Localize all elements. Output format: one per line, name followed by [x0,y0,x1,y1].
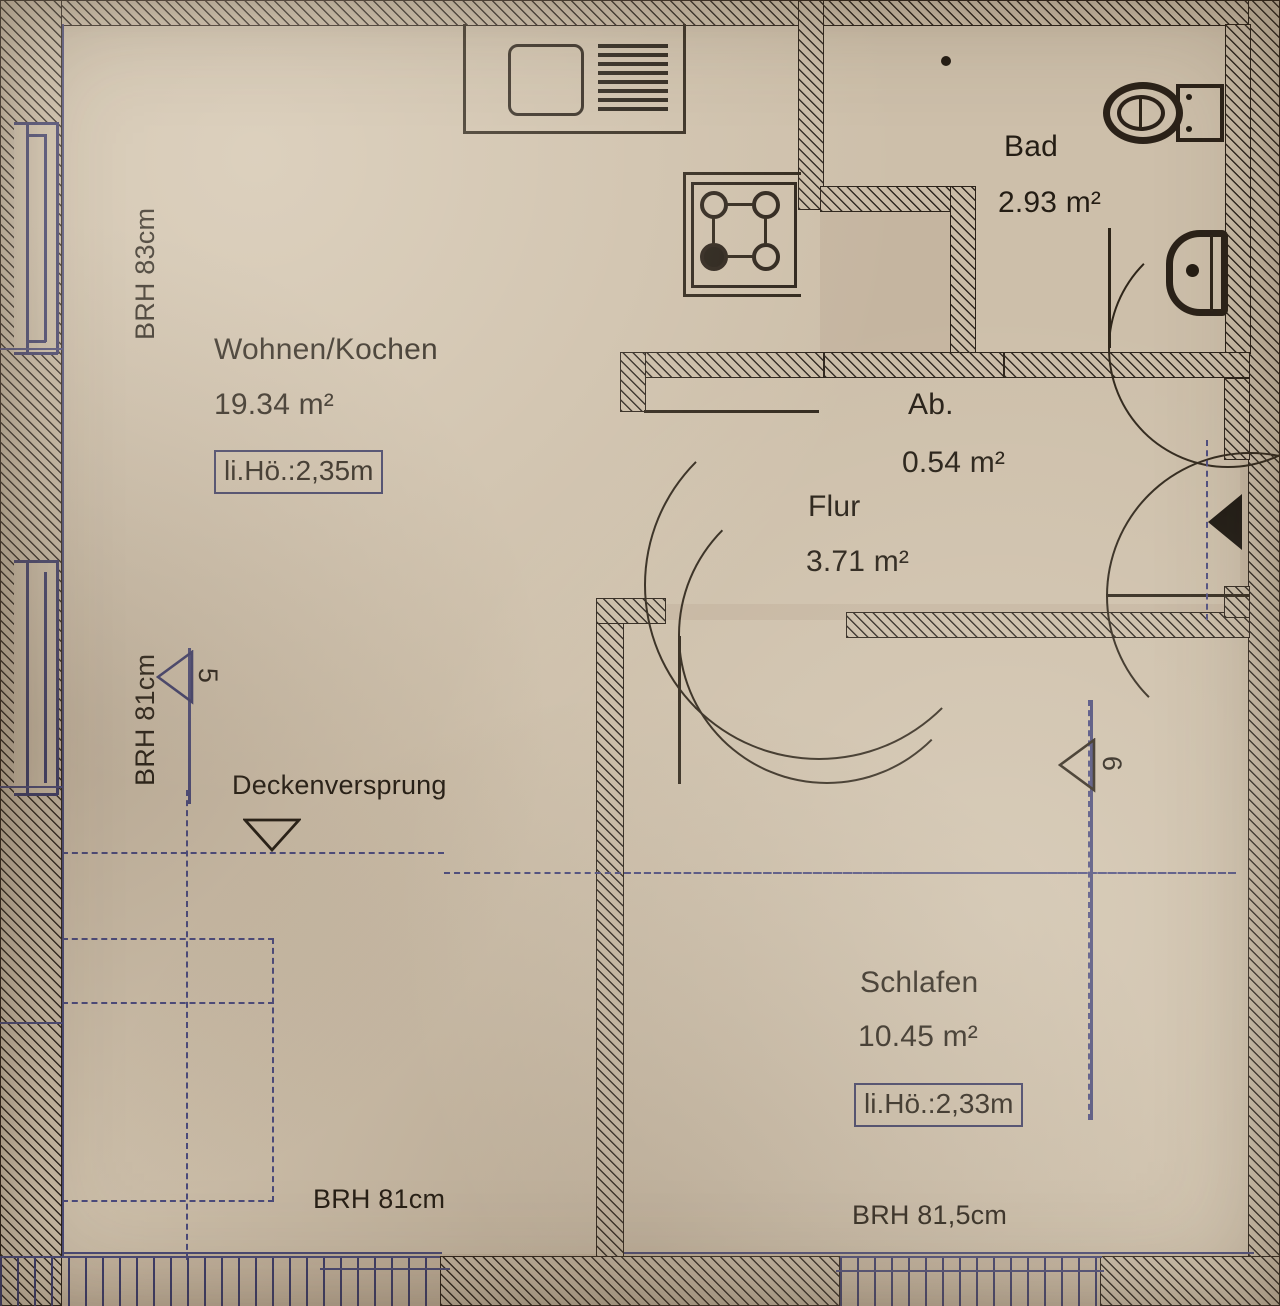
wall-kitchen-ab [798,0,824,210]
window-line [26,134,46,137]
marker-5-axis [188,648,191,804]
outlet-dot-icon [941,56,951,66]
room-height-box-schlafen: li.Hö.:2,33m [854,1083,1024,1127]
ceiling-offset-line [62,938,274,940]
room-label-wohnen-name: Wohnen/Kochen [214,333,438,366]
stairs-hatch [840,1256,1102,1306]
wall-flur-top-mid [824,352,1004,378]
entry-axis-dashed [1206,440,1208,620]
stair-tread-line [320,1268,450,1271]
wall-ab-right [950,186,976,376]
stove-icon [691,182,797,288]
door-swing-schlafen [678,486,976,784]
wall-inner-blue-line [624,1252,1254,1255]
burner-icon [752,191,780,219]
ceiling-offset-line [624,872,1236,874]
burner-icon [700,243,728,271]
entry-direction-arrow-icon [1208,494,1242,550]
cistern-dot [1186,94,1192,100]
brh-label-left-upper: BRH 83cm [130,207,160,340]
drainboard-icon [598,44,668,116]
counter-edge-bottom [463,131,685,134]
window-marker-6-icon [1058,738,1096,793]
room-label-bad-area: 2.93 m² [998,186,1102,219]
burner-link [726,203,754,206]
edge-blue-line [0,786,62,789]
ceiling-offset-line [272,938,274,1202]
room-height-box-wohnen: li.Hö.:2,35m [214,450,384,494]
window-opening-lower [14,560,58,795]
window-line [14,122,58,125]
window-line [14,352,58,355]
stove-niche-top [683,172,801,175]
window-marker-6-number: 6 [1097,755,1128,772]
window-marker-5-number: 5 [193,667,224,684]
stairs-edge [840,1256,1102,1259]
room-fill-wohnen [60,24,620,1254]
burner-icon [752,243,780,271]
wall-flur-top-left [620,352,824,378]
toilet-bowl-divider [1139,97,1142,129]
edge-blue-line [0,348,62,351]
stairs-hatch [0,1256,440,1306]
wall-wohnen-flur-upper [620,352,646,412]
door-leaf-schlafen [678,636,681,784]
burner-icon [700,191,728,219]
stove-niche-bottom [683,294,801,297]
wall-exterior-bottom-mid [440,1256,840,1306]
wall-exterior-top [0,0,1280,26]
window-line [56,122,59,354]
stair-tread-line [836,1270,1104,1273]
room-label-bad-name: Bad [1004,130,1058,163]
ceiling-offset-line [62,852,444,854]
window-line [14,560,58,563]
room-label-schlafen-name: Schlafen [860,966,979,999]
edge-blue-line [0,1022,62,1025]
door-leaf-bad [1108,228,1111,348]
cistern-dot [1186,126,1192,132]
ceiling-offset-axis [186,790,188,1260]
ceiling-offset-triangle-icon [243,818,301,852]
ceiling-offset-line [62,1002,274,1004]
brh-label-bottom-right: BRH 81,5cm [852,1200,1008,1230]
brh-label-left-lower: BRH 81cm [130,653,160,786]
window-marker-5-icon [156,650,194,705]
burner-link [764,217,767,245]
window-line [56,560,59,795]
stairs-edge [0,1256,440,1259]
sink-icon [508,44,584,116]
ceiling-offset-line [62,1200,274,1202]
toilet-cistern-icon [1176,84,1224,142]
room-label-ab-area: 0.54 m² [902,446,1006,479]
window-line [44,572,47,783]
counter-edge-left [463,24,466,134]
counter-edge-right [683,24,686,134]
window-line [44,134,47,342]
door-leaf-wohnen [644,410,819,413]
ceiling-offset-axis [1088,700,1090,1120]
wall-exterior-bottom-right [1100,1256,1280,1306]
brh-label-bottom-left: BRH 81cm [313,1184,446,1214]
burner-link [712,217,715,245]
burner-link [726,255,754,258]
wall-inner-blue-line [62,24,65,1256]
window-line [26,122,29,354]
room-label-flur-name: Flur [808,490,861,523]
marker-6-axis [1090,700,1093,1120]
window-opening-upper [14,122,58,354]
room-label-flur-area: 3.71 m² [806,545,910,578]
wall-inner-blue-line [62,1252,442,1255]
window-line [26,560,29,795]
wall-wohnen-schlafen [596,598,624,1258]
room-fill-ab [820,24,950,204]
room-label-wohnen-area: 19.34 m² [214,388,334,421]
room-label-ab-name: Ab. [908,388,954,421]
stove-niche-left [683,174,686,296]
ceiling-offset-label: Deckenversprung [232,770,447,800]
window-line [14,793,58,796]
room-label-schlafen-area: 10.45 m² [858,1020,978,1053]
window-line [26,340,46,343]
